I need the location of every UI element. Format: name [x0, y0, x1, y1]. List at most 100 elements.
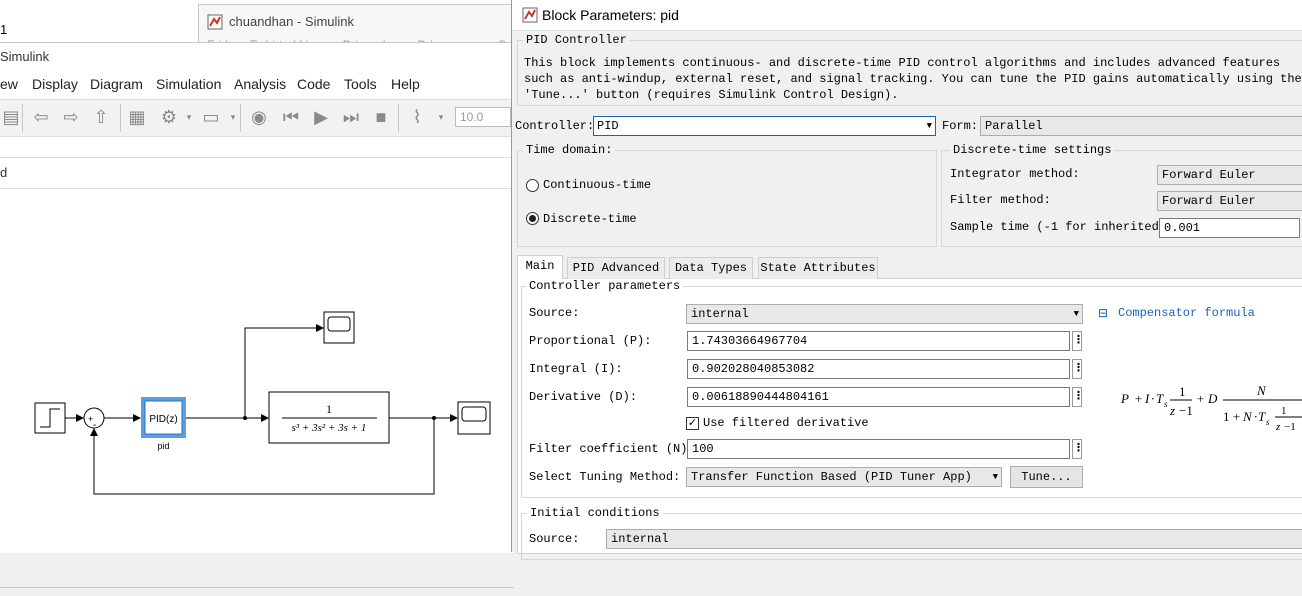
scope-block-top[interactable]	[323, 311, 355, 344]
background-window-strip: 1	[0, 0, 200, 43]
tab-data-types[interactable]: Data Types	[669, 257, 753, 279]
forward-arrow-icon[interactable]: ⇨	[63, 107, 79, 127]
initial-source-value: internal	[611, 532, 669, 546]
discrete-settings-group	[941, 150, 1302, 247]
dialog-titlebar[interactable]: Block Parameters: pid	[512, 0, 1302, 31]
controller-select[interactable]: PID ▼	[593, 116, 936, 136]
filter-coefficient-input[interactable]: 100	[687, 439, 1070, 459]
compensator-formula: P + I · T s 1 z−1 + D N 1 + N · T s 1 z−…	[1120, 383, 1302, 433]
svg-text:+: +	[1232, 409, 1241, 424]
filter-method-value: Forward Euler	[1162, 194, 1256, 208]
discrete-settings-label: Discrete-time settings	[950, 143, 1115, 157]
address-text: d	[0, 165, 8, 180]
pid-block[interactable]: PID(z) pid	[141, 397, 186, 451]
sum-block[interactable]: + -	[83, 407, 105, 431]
svg-text:+: +	[1134, 391, 1143, 406]
filter-coefficient-label: Filter coefficient (N):	[529, 442, 695, 456]
step-back-icon[interactable]: ⏮	[282, 107, 300, 127]
run-icon[interactable]: ▶	[314, 107, 328, 127]
derivative-input[interactable]: 0.00618890444804161	[687, 387, 1070, 407]
tab-main[interactable]: Main	[517, 255, 563, 279]
form-label: Form:	[942, 119, 979, 133]
sample-time-input[interactable]: 0.001	[1159, 218, 1300, 238]
tab-state-attributes[interactable]: State Attributes	[758, 257, 878, 279]
menu-simulation[interactable]: Simulation	[156, 76, 222, 92]
menu-diagram[interactable]: Diagram	[90, 76, 143, 92]
sample-time-label: Sample time (-1 for inherited):	[950, 220, 1174, 234]
stop-time-input[interactable]: 10.0	[455, 107, 511, 127]
menu-code[interactable]: Code	[297, 76, 331, 92]
svg-text:T: T	[1258, 409, 1266, 424]
svg-text:T: T	[1156, 391, 1164, 406]
step-block[interactable]	[34, 402, 66, 434]
pid-block-label: PID(z)	[149, 414, 177, 425]
menu-tools[interactable]: Tools	[344, 76, 377, 92]
menu-display[interactable]: Display	[32, 76, 78, 92]
more-options-button[interactable]: ⋮	[1072, 359, 1084, 379]
menu-view[interactable]: ew	[0, 76, 18, 92]
tuning-method-select[interactable]: Transfer Function Based (PID Tuner App) …	[686, 467, 1002, 487]
transfer-function-block[interactable]: 1 s³ + 3s² + 3s + 1	[268, 391, 390, 444]
discrete-time-label[interactable]: Discrete-time	[543, 212, 637, 226]
chevron-down-icon: ▼	[1073, 309, 1079, 319]
gear-icon[interactable]: ⚙	[160, 107, 178, 127]
integral-input[interactable]: 0.902028040853082	[687, 359, 1070, 379]
svg-text:1: 1	[1179, 384, 1186, 399]
toolbar-separator	[120, 104, 121, 132]
stop-icon[interactable]: ■	[375, 107, 387, 127]
source-label: Source:	[529, 306, 580, 320]
library-icon[interactable]: ▦	[128, 107, 146, 127]
save-icon[interactable]: ▤	[2, 107, 20, 127]
svg-text:z: z	[1275, 421, 1281, 433]
chevron-down-icon: ▼	[926, 121, 932, 131]
step-forward-icon[interactable]: ⏭	[342, 107, 360, 127]
back-arrow-icon[interactable]: ⇦	[33, 107, 49, 127]
filtered-derivative-checkbox[interactable]: ✓	[686, 417, 699, 430]
collapse-toggle-icon[interactable]: ⊟	[1098, 306, 1109, 320]
continuous-time-radio[interactable]	[526, 179, 539, 192]
scope-block-right[interactable]	[457, 401, 491, 435]
time-domain-label: Time domain:	[523, 143, 616, 157]
chevron-down-icon[interactable]: ▾	[438, 112, 444, 122]
up-arrow-icon[interactable]: ⇧	[93, 107, 109, 127]
back-window[interactable]: chuandhan - Simulink File Edit View Disp…	[198, 4, 590, 52]
scope-icon[interactable]: ⌇	[412, 107, 422, 127]
integrator-method-value: Forward Euler	[1162, 168, 1256, 182]
menu-analysis[interactable]: Analysis	[234, 76, 287, 92]
tune-button[interactable]: Tune...	[1010, 466, 1083, 488]
more-options-button[interactable]: ⋮	[1072, 439, 1084, 459]
continuous-time-label[interactable]: Continuous-time	[543, 178, 652, 192]
record-icon[interactable]: ◉	[251, 107, 267, 127]
svg-text:+: +	[88, 414, 93, 424]
tf-numerator: 1	[326, 402, 332, 416]
tab-pid-advanced[interactable]: PID Advanced	[567, 257, 665, 279]
chevron-down-icon[interactable]: ▾	[230, 112, 236, 122]
model-settings-icon[interactable]: ▭	[202, 107, 220, 127]
initial-source-label: Source:	[529, 532, 580, 546]
chevron-down-icon[interactable]: ▾	[186, 112, 192, 122]
proportional-input[interactable]: 1.74303664967704	[687, 331, 1070, 351]
svg-text:·: ·	[1151, 391, 1154, 406]
toolbar-separator	[240, 104, 241, 132]
toolbar-separator	[398, 104, 399, 132]
menu-help[interactable]: Help	[391, 76, 420, 92]
compensator-formula-link[interactable]: Compensator formula	[1118, 306, 1255, 320]
toolbar-separator	[22, 104, 23, 132]
window-title: Simulink	[0, 49, 50, 64]
integrator-method-select[interactable]: Forward Euler	[1157, 165, 1302, 185]
more-options-button[interactable]: ⋮	[1072, 331, 1084, 351]
svg-text:D: D	[1207, 391, 1218, 406]
source-select[interactable]: internal ▼	[686, 304, 1083, 324]
integral-label: Integral (I):	[529, 362, 623, 376]
discrete-time-radio[interactable]	[526, 212, 539, 225]
controller-params-label: Controller parameters	[526, 279, 684, 293]
form-select[interactable]: Parallel	[980, 116, 1302, 136]
filter-method-select[interactable]: Forward Euler	[1157, 191, 1302, 211]
tuning-method-label: Select Tuning Method:	[529, 470, 681, 484]
block-diagram[interactable]: + - PID(z) pid 1 s³ + 3s² + 3s + 1	[0, 193, 514, 553]
more-options-button[interactable]: ⋮	[1072, 387, 1084, 407]
address-bar[interactable]: d	[0, 157, 514, 189]
svg-text:−1: −1	[1284, 421, 1296, 433]
filtered-derivative-label[interactable]: Use filtered derivative	[703, 416, 869, 430]
initial-source-select[interactable]: internal	[606, 529, 1302, 549]
